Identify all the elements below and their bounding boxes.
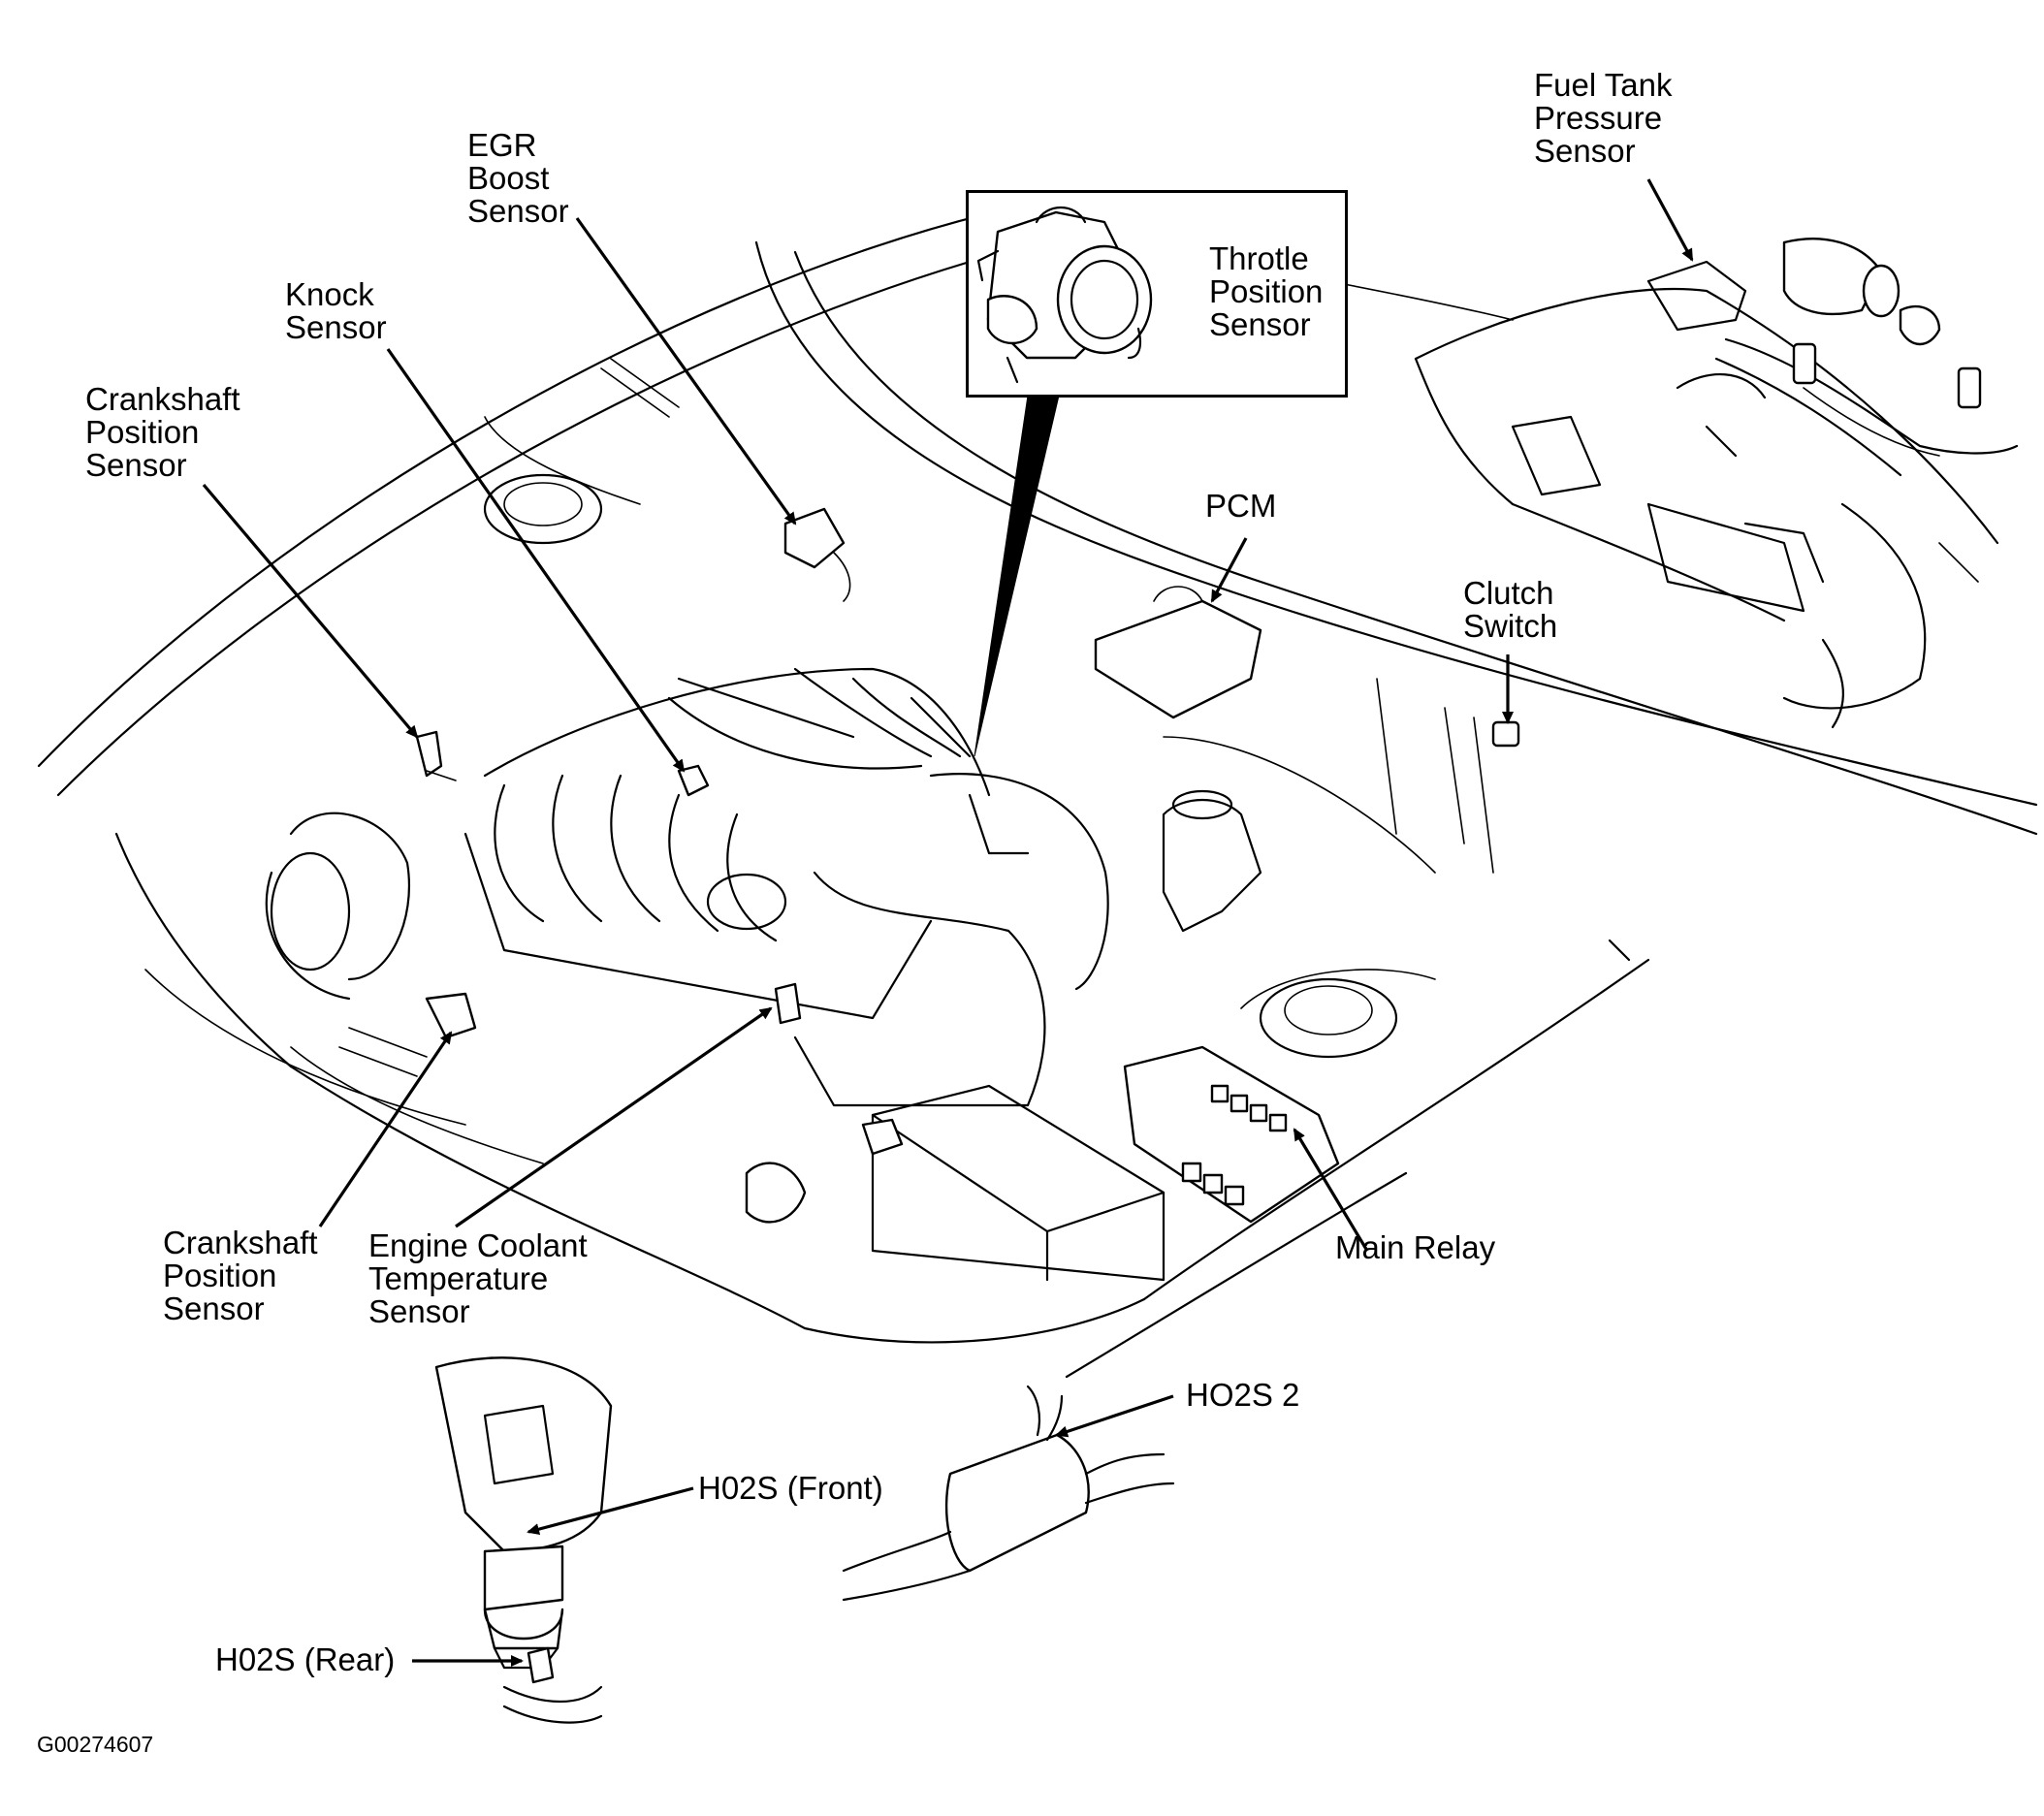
crankshaft-upper-leader xyxy=(202,483,419,739)
ho2s-2-leader xyxy=(1055,1394,1174,1438)
clutch-switch-label: Clutch Switch xyxy=(1463,575,1558,644)
main-relay-leader xyxy=(1293,1128,1369,1252)
pcm-leader xyxy=(1210,537,1248,603)
exhaust-assembly xyxy=(434,1356,1175,1724)
fuel-tank-pressure-sensor-label: Fuel Tank Pressure Sensor xyxy=(1534,67,1673,169)
throttle-body-drawing xyxy=(976,207,1153,384)
callout-lines xyxy=(202,178,1694,1667)
knock-sensor-label: Knock Sensor xyxy=(285,276,387,345)
knock-sensor-leader xyxy=(386,348,686,773)
egr-boost-sensor-leader xyxy=(575,217,797,526)
h02s-front-label: H02S (Front) xyxy=(698,1470,883,1506)
h02s-rear-label: H02S (Rear) xyxy=(215,1641,396,1677)
fuel-tank-pressure-leader xyxy=(1646,178,1694,262)
throttle-inset-pointer xyxy=(974,395,1060,757)
engine-assembly xyxy=(265,507,1520,1282)
crankshaft-lower-leader xyxy=(318,1031,453,1227)
crankshaft-position-sensor-upper-label: Crankshaft Position Sensor xyxy=(85,381,240,483)
throttle-position-sensor-label: Throtle Position Sensor xyxy=(1209,240,1324,342)
throttle-body-inset xyxy=(966,190,1348,398)
engine-coolant-temperature-sensor-label: Engine Coolant Temperature Sensor xyxy=(368,1227,588,1329)
crankshaft-position-sensor-lower-label: Crankshaft Position Sensor xyxy=(163,1225,318,1326)
figure-id: G00274607 xyxy=(37,1732,154,1757)
egr-boost-sensor-label: EGR Boost Sensor xyxy=(467,127,569,229)
vehicle-body-outline xyxy=(37,211,2038,1379)
coolant-sensor-leader xyxy=(455,1006,773,1228)
main-relay-label: Main Relay xyxy=(1335,1229,1496,1265)
fuel-tank-assembly xyxy=(1414,238,2019,729)
ho2s-2-label: HO2S 2 xyxy=(1186,1377,1300,1413)
h02s-front-leader xyxy=(527,1486,694,1535)
pcm-label: PCM xyxy=(1205,488,1277,524)
